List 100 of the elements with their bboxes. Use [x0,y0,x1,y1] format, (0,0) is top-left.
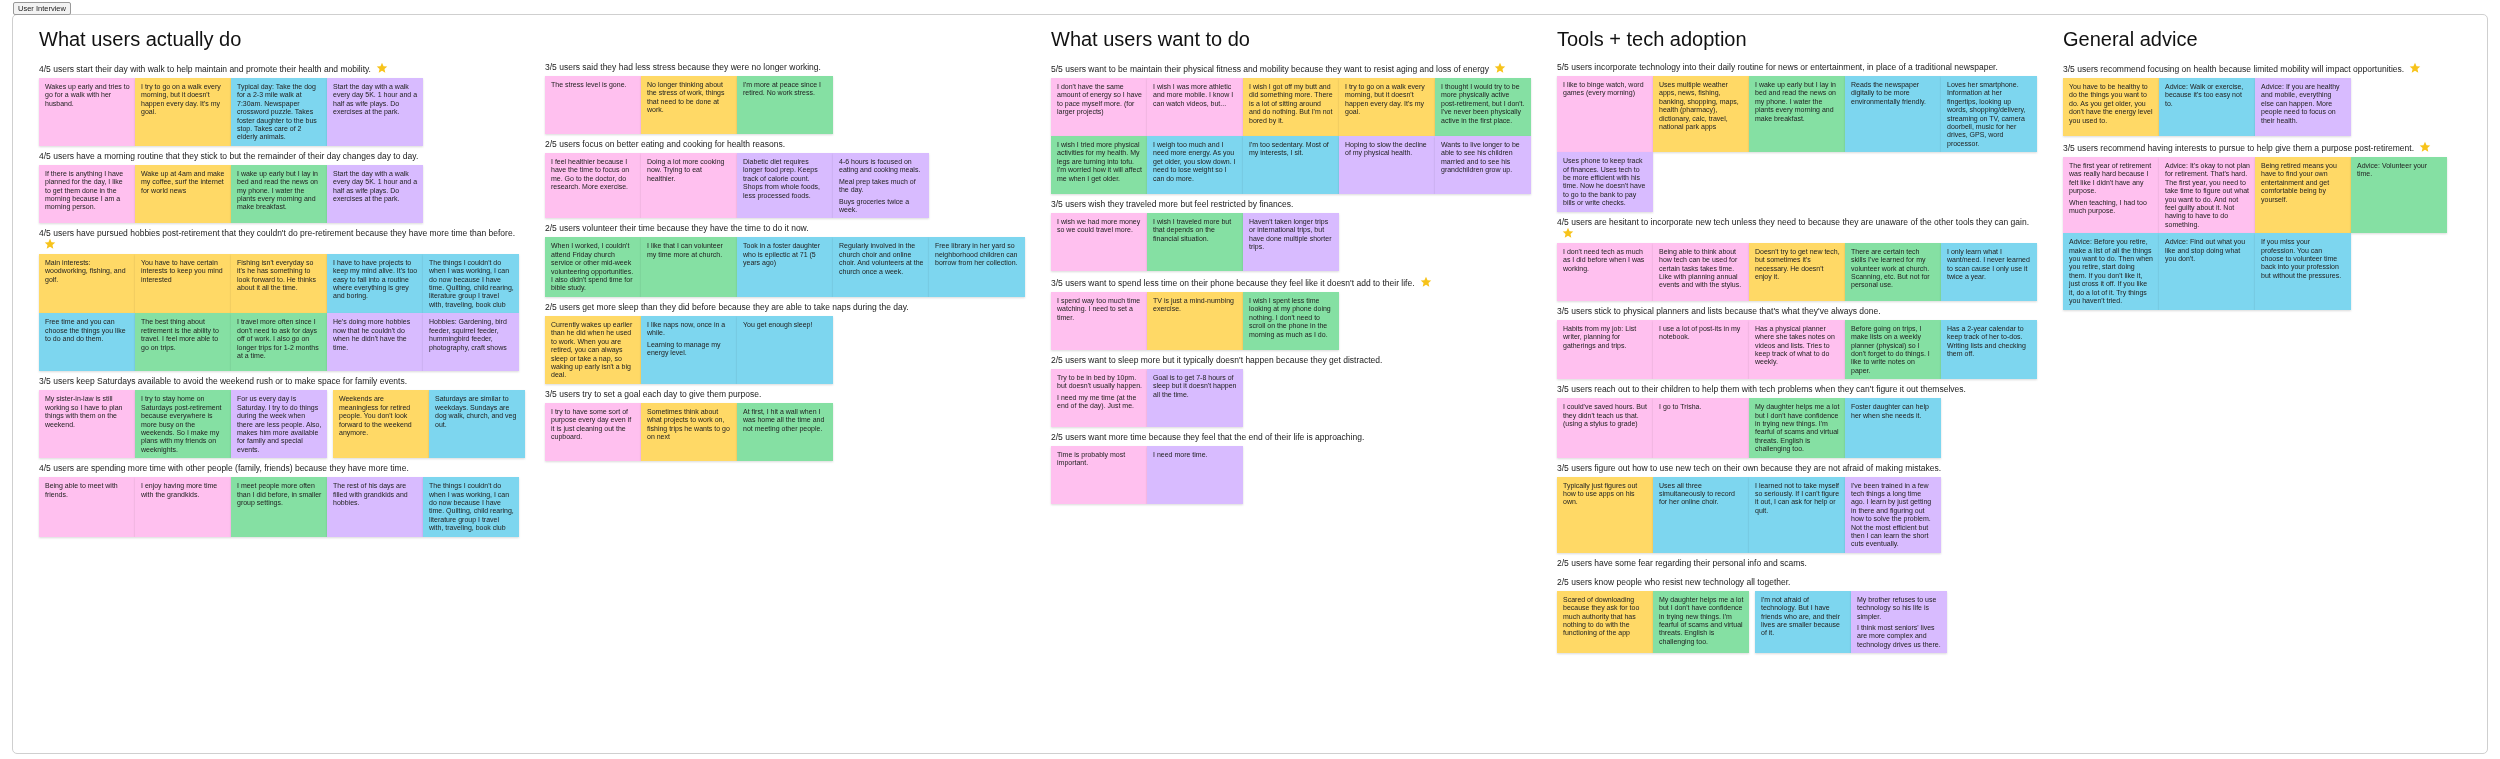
insight-text: 2/5 users volunteer their time because they have the time to do it now. [545,223,809,234]
sticky-note [1749,76,1845,153]
sticky-note [39,253,135,314]
sticky-note [1243,292,1339,350]
sticky-note [39,390,135,459]
sticky-note [327,164,423,223]
sticky-note [641,402,737,461]
sticky-note [1749,476,1845,553]
sticky-note [1845,319,1941,380]
sticky-note [39,477,135,537]
sticky-note [1051,78,1147,136]
sticky-note [545,315,641,384]
sticky-note [135,164,231,223]
sticky-note [2351,157,2447,234]
sticky-note [231,164,327,223]
sticky-note [1339,136,1435,194]
sticky-note [545,153,641,219]
sticky-note [2063,157,2159,234]
sticky-note [1147,446,1243,504]
sticky-note [1557,476,1653,553]
insight-text: 3/5 users want to spend less time on their phone because they feel like it doesn't add to their life. [1051,278,1415,288]
sticky-note [135,313,231,372]
sticky-note [327,477,423,537]
sticky-note [1557,242,1653,301]
sticky-note [2063,78,2159,136]
insight-text: 2/5 users focus on better eating and cooking for health reasons. [545,139,786,149]
sticky-note [737,153,833,219]
sticky-note [1557,76,1653,153]
insight-text: 3/5 users recommend focusing on health because limited mobility will impact opportunities. [2063,64,2405,74]
sticky-note [333,390,429,459]
sticky-note [1653,319,1749,380]
sticky-note [1147,213,1243,271]
sticky-note [1557,590,1653,654]
sticky-note [1147,136,1243,194]
insight-text: 5/5 users incorporate technology into their daily routine for news or entertainment, in place of a traditional newspaper. [1557,62,1998,72]
sticky-note [929,237,1025,297]
section-heading: General advice [2063,27,2198,51]
insight-text: 3/5 users try to set a goal each day to give them purpose. [545,388,762,399]
sticky-note [641,237,737,297]
sticky-note [1557,319,1653,380]
sticky-note [1749,319,1845,380]
insight-text: 3/5 users recommend having interests to pursue to help give them a purpose post-retirement. [2063,143,2415,153]
insight-text: 4/5 users have a morning routine that they stick to but the remainder of their day changes day to day. [39,150,419,161]
insight-text: 5/5 users want to be maintain their physical fitness and mobility because they want to resist aging and loss of energy [1051,64,1489,74]
sticky-note [2255,157,2351,234]
sticky-note [327,78,423,146]
sticky-note [231,253,327,314]
sticky-note [641,76,737,134]
sticky-note [641,153,737,219]
insight-text: 2/5 users know people who resist new technology all together. [1557,576,1791,587]
sticky-note [737,402,833,461]
sticky-note [1435,136,1531,194]
insight-text: 2/5 users get more sleep than they did before because they are able to take naps during the day. [545,301,909,312]
sticky-note [39,313,135,372]
sticky-note [737,76,833,134]
sticky-note [135,477,231,537]
sticky-note [1749,242,1845,301]
insight-text: 3/5 users wish they traveled more but feel restricted by finances. [1051,199,1294,209]
sticky-note [1339,78,1435,136]
sticky-note [737,315,833,384]
sticky-note [1941,76,2037,153]
sticky-note [423,253,519,314]
sticky-note [1845,476,1941,553]
sticky-note [1243,213,1339,271]
sticky-note [231,313,327,372]
sticky-note [545,402,641,461]
sticky-note [1051,213,1147,271]
section-heading: What users actually do [39,27,242,51]
sticky-note [39,164,135,223]
section-heading: Tools + tech adoption [1557,27,1747,51]
insight-text: 3/5 users figure out how to use new tech on their own because they are not afraid of making mistakes. [1557,462,1942,473]
sticky-note [327,313,423,372]
sticky-note [1941,242,2037,301]
sticky-note [1941,319,2037,380]
sticky-note [1845,76,1941,153]
sticky-note [1051,136,1147,194]
sticky-note [1557,398,1653,458]
sticky-note [1051,446,1147,504]
insight-text: 4/5 users are hesitant to incorporate new tech unless they need to because they are unaware of the other tools they can gain. [1557,216,2030,227]
insight-text: 4/5 users start their day with walk to help maintain and promote their health and mobility. [39,64,371,74]
sticky-note [1653,590,1749,654]
insight-text: 2/5 users have some fear regarding their personal info and scams. [1557,557,1807,568]
sticky-note [1845,242,1941,301]
sticky-note [1051,292,1147,350]
insight-text: 3/5 users said they had less stress because they were no longer working. [545,62,821,72]
sticky-note [231,477,327,537]
sticky-note [1435,78,1531,136]
sticky-note [641,315,737,384]
sticky-note [1653,398,1749,458]
sticky-note [1653,242,1749,301]
sticky-note [423,477,519,537]
sticky-note [1051,369,1147,427]
sticky-note [1755,590,1851,654]
section-heading: What users want to do [1051,27,1250,51]
sticky-note [1243,78,1339,136]
sticky-note [2159,233,2255,310]
sticky-note [737,237,833,297]
sticky-note [1147,78,1243,136]
sticky-note [1653,476,1749,553]
sticky-note [833,153,929,219]
